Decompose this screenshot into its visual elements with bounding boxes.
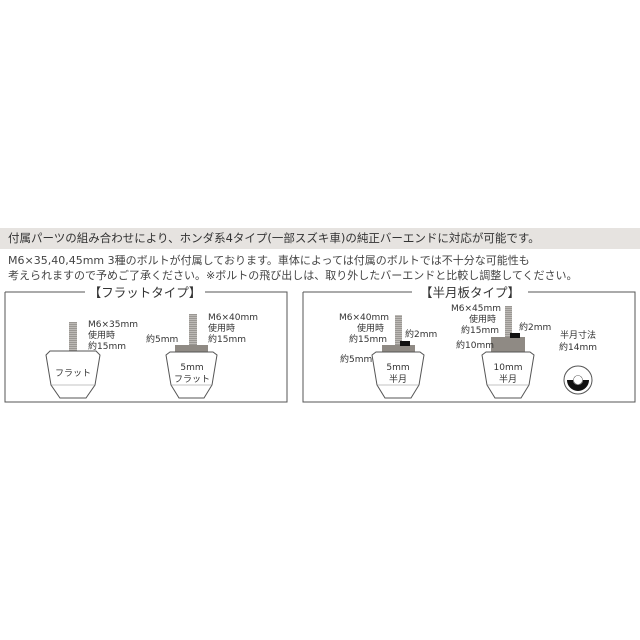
bolt-size-label: M6×40mm [339,313,389,323]
body-label-2: 半月 [389,373,407,385]
compatibility-banner: 付属パーツの組み合わせにより、ホンダ系4タイプ(一部スズキ車)の純正バーエンドに… [0,228,640,249]
note-line-2: 考えられますので予めご了承ください。※ボルトの飛び出しは、取り外したバーエンドと… [8,269,578,282]
plate-label: 約2mm [405,328,437,340]
note-line-1: M6×35,40,45mm 3種のボルトが付属しております。車体によっては付属の… [8,254,530,267]
bolt-length-label: 約15mm [208,333,246,345]
spacer-label: 約5mm [146,333,178,345]
flat-5mm-part: 5mm フラット 約5mm M6×40mm 使用時 約15mm [146,313,258,399]
bolt-size-label: M6×40mm [208,313,258,323]
flat-type-panel: 【フラットタイプ】 フラット M6×35mm 使用時 約15mm 5mm フラッ… [4,285,288,403]
bolt-size-label: M6×45mm [451,304,501,314]
half-moon-plate [510,333,520,338]
bolt-use-label: 使用時 [357,322,384,334]
bolt [395,315,402,345]
spacer [175,345,208,352]
spacer-label: 約10mm [456,339,494,351]
bolt-length-label: 約15mm [88,340,126,352]
bolt-use-label: 使用時 [469,313,496,325]
bolt-use-label: 使用時 [88,329,115,341]
spacer [491,337,525,352]
body-label-1: 10mm [494,363,523,373]
spacer-label: 約5mm [340,353,372,365]
spacer [382,345,415,352]
bolt [189,314,197,345]
halfmoon-size-diagram: 半月寸法 約14mm [559,329,597,395]
body-label-1: 5mm [386,363,409,373]
size-value: 約14mm [559,341,597,353]
bolt [505,306,512,337]
bolt [69,322,77,352]
body-label: フラット [55,368,91,379]
halfmoon-type-panel: 【半月板タイプ】 5mm 半月 M6×40mm 使用時 約15mm 約2mm 約… [302,285,636,403]
body-label-2: 半月 [499,373,517,385]
bolt-length-label: 約15mm [349,333,387,345]
body-label-1: 5mm [180,363,203,373]
flat-end-part: フラット M6×35mm 使用時 約15mm [45,320,138,399]
halfmoon-5mm-part: 5mm 半月 M6×40mm 使用時 約15mm 約2mm 約5mm [339,313,437,399]
size-label: 半月寸法 [560,329,596,341]
bolt-length-label: 約15mm [461,324,499,336]
half-moon-plate [567,380,589,391]
halfmoon-type-title: 【半月板タイプ】 [420,285,520,300]
bolt-size-label: M6×35mm [88,320,138,330]
plate-label: 約2mm [519,321,551,333]
bolt-use-label: 使用時 [208,322,235,334]
flat-type-title: 【フラットタイプ】 [89,285,202,300]
half-moon-plate [400,341,410,346]
body-label-2: フラット [174,374,210,385]
halfmoon-10mm-part: 10mm 半月 M6×45mm 使用時 約15mm 約2mm 約10mm [451,304,551,399]
